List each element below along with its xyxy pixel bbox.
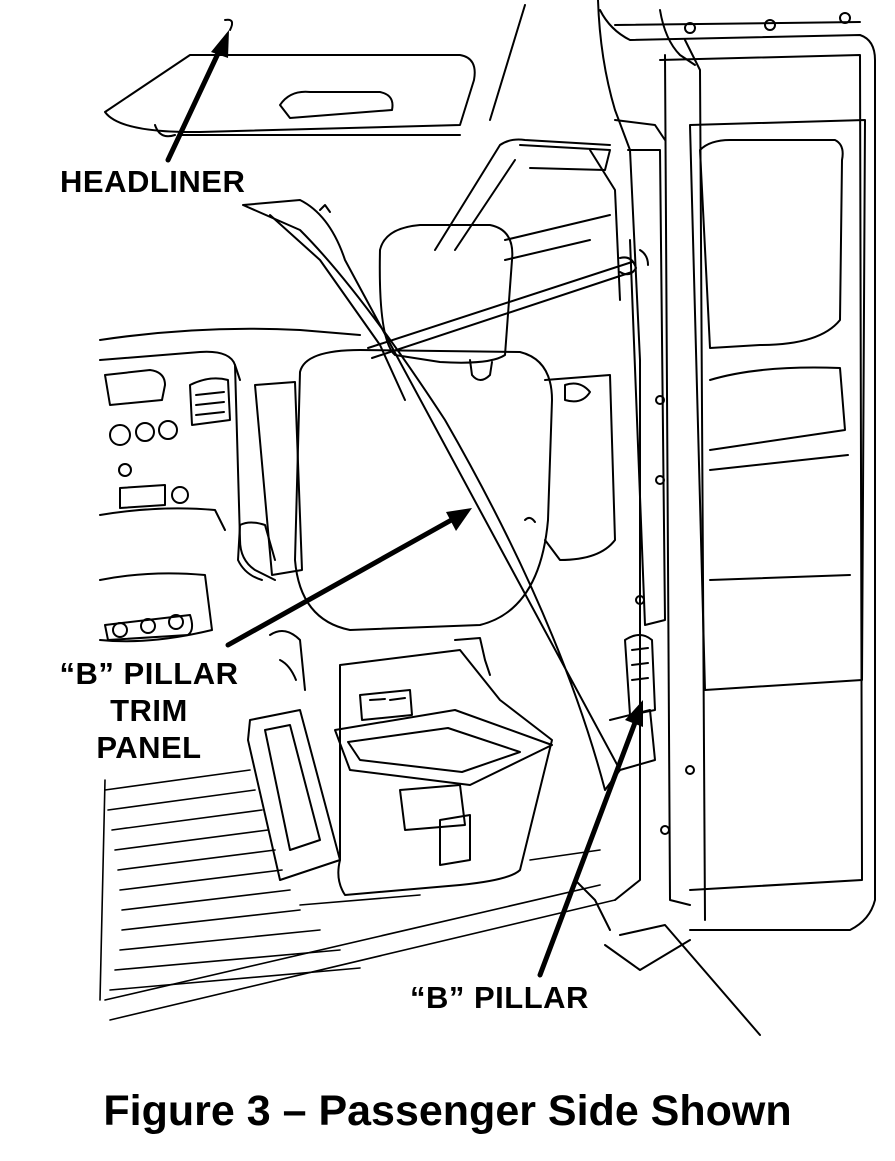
- rear-window-frame: [434, 4, 621, 301]
- b-pillar-trim-panel-label: “B” PILLAR TRIM PANEL: [44, 655, 254, 766]
- leader-arrows: [165, 30, 643, 978]
- headliner-label: HEADLINER: [60, 164, 246, 199]
- b-pillar-label: “B” PILLAR: [410, 980, 589, 1015]
- b-pillar-arrow: [537, 700, 643, 978]
- b-pillar-trim-panel-label-line-1: “B” PILLAR: [59, 656, 239, 691]
- storage-bin: [247, 630, 553, 896]
- sun-visor: [104, 18, 476, 138]
- floor-grooves: [99, 769, 616, 1021]
- vehicle-interior-line-drawing: [99, 0, 876, 1036]
- dashboard: [99, 327, 361, 643]
- b-pillar-trim-panel-arrow: [225, 508, 472, 648]
- b-pillar-trim-panel-label-line-3: PANEL: [96, 730, 202, 765]
- headliner-arrow: [165, 30, 229, 163]
- open-door: [599, 9, 876, 931]
- b-pillar-shape: [544, 0, 706, 921]
- b-pillar-trim-panel-shape: [242, 199, 621, 791]
- door-sill: [574, 879, 761, 1036]
- figure-caption: Figure 3 – Passenger Side Shown: [103, 1087, 792, 1135]
- b-pillar-trim-panel-label-line-2: TRIM: [110, 693, 188, 728]
- rear-seat-outline: [294, 224, 553, 631]
- seat-belt: [367, 256, 637, 359]
- front-seat-side: [237, 381, 303, 581]
